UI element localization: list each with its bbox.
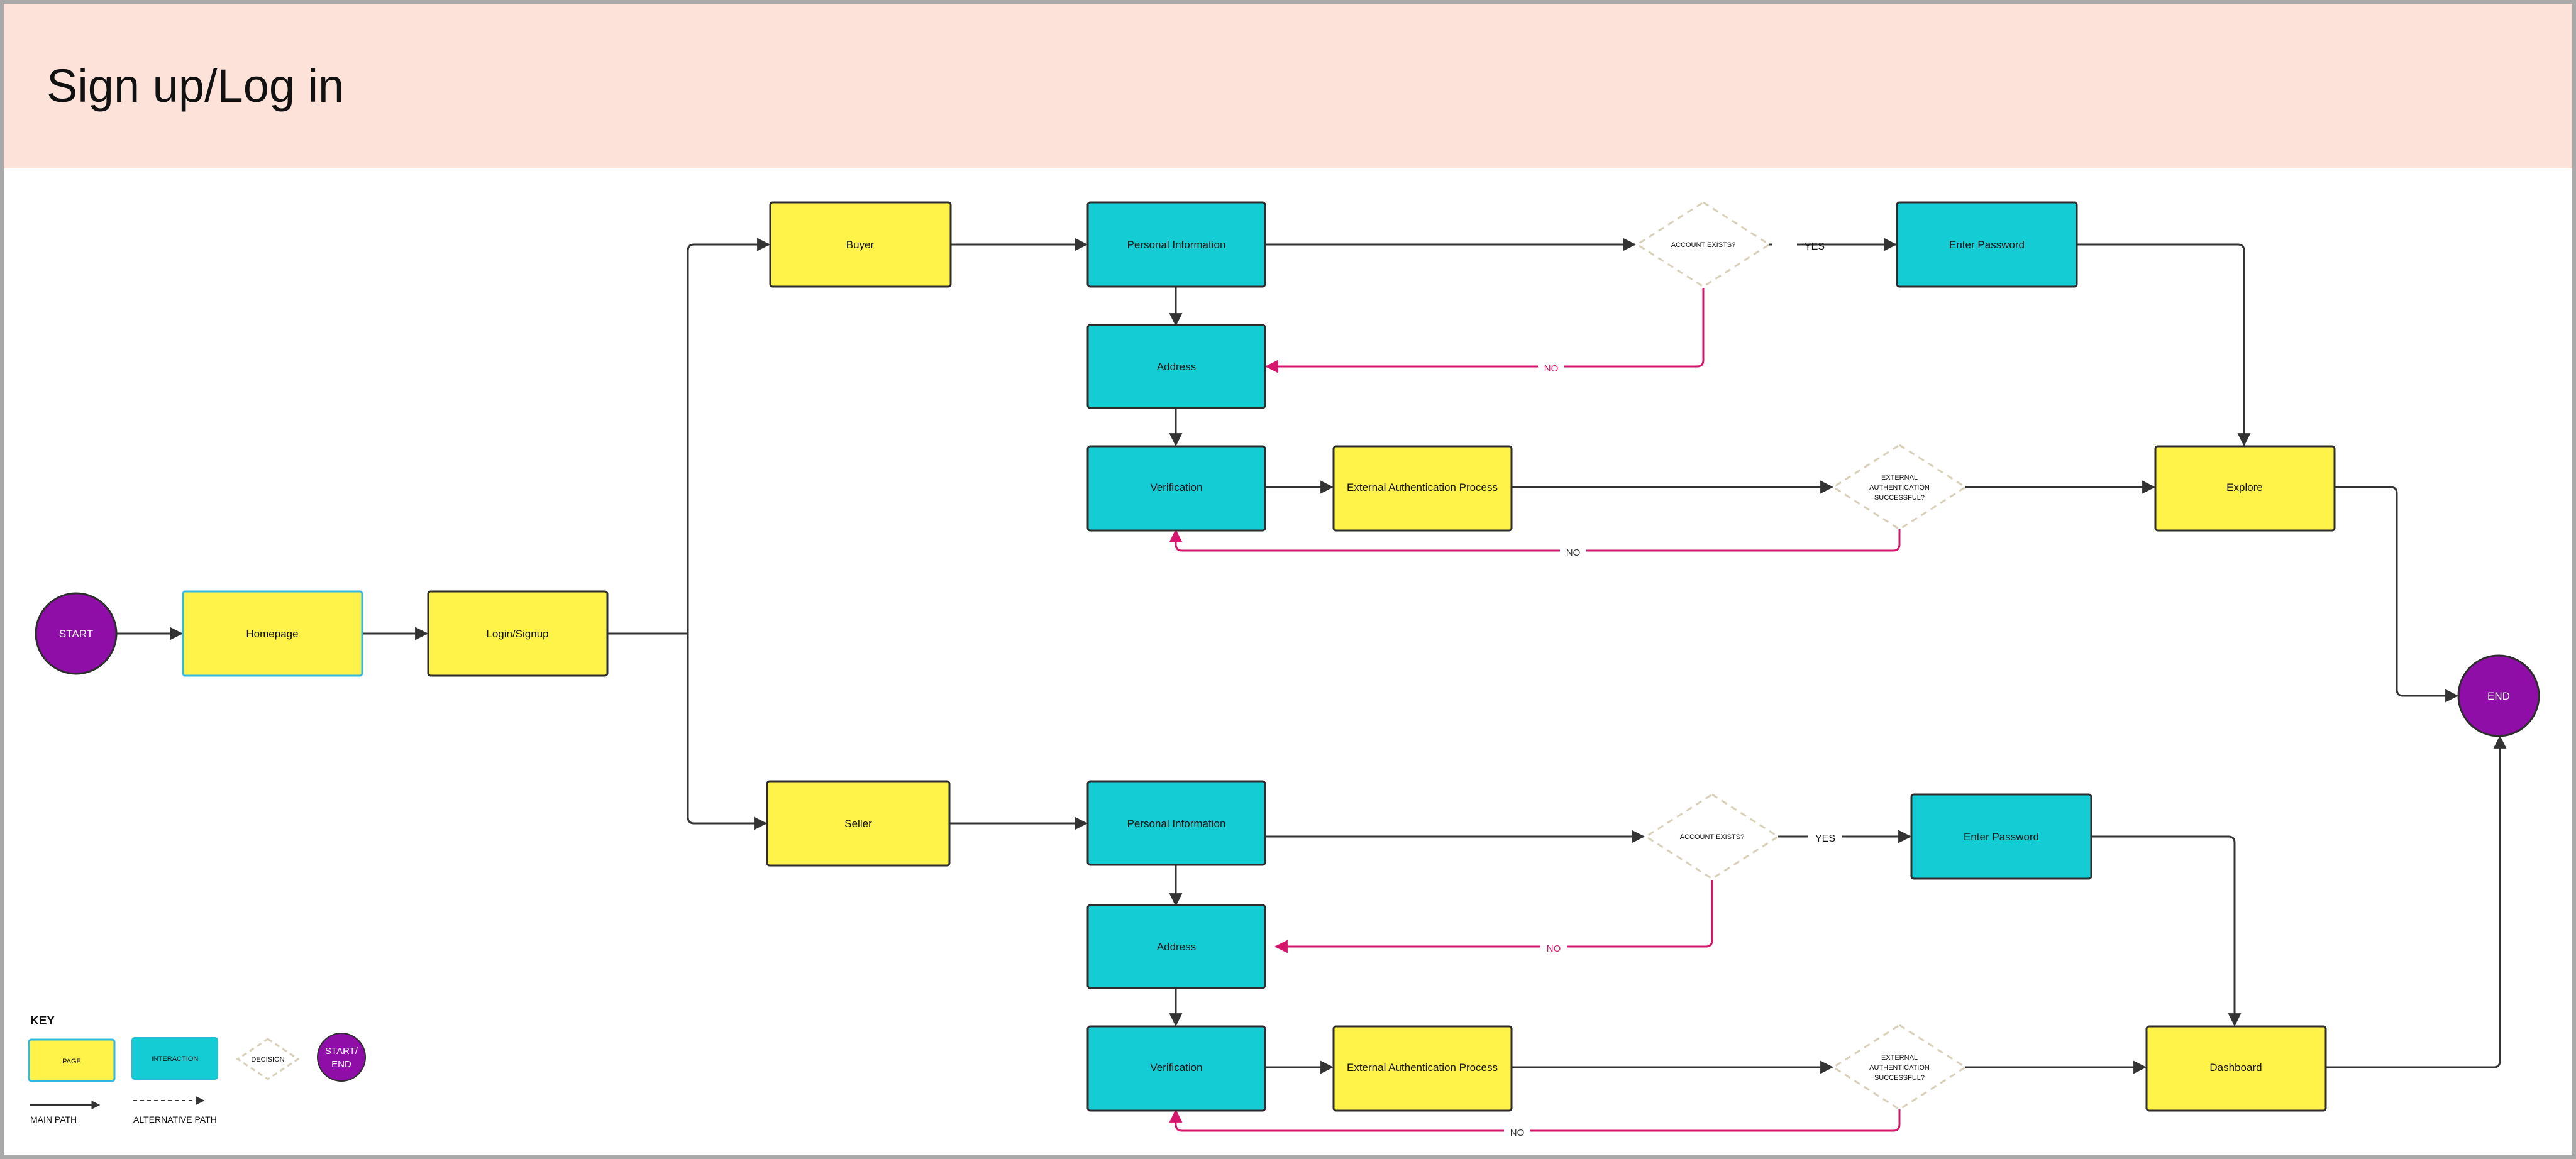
legend-start-end-line2: END bbox=[331, 1059, 351, 1070]
buyer-account-exists-decision[interactable]: ACCOUNT EXISTS? bbox=[1635, 201, 1771, 288]
edge-label-no: NO bbox=[1510, 1128, 1525, 1138]
buyer-ext-auth-success-line3: SUCCESSFUL? bbox=[1874, 494, 1925, 502]
edge-seller-password-dashboard bbox=[2091, 835, 2242, 1027]
buyer-verification-node[interactable]: Verification bbox=[1086, 445, 1266, 532]
seller-enter-password-node[interactable]: Enter Password bbox=[1910, 793, 2092, 880]
edge-seller-no-verification bbox=[1169, 1109, 1901, 1132]
buyer-ext-auth-success-line2: AUTHENTICATION bbox=[1869, 484, 1930, 492]
login-signup-node[interactable]: Login/Signup bbox=[427, 590, 609, 677]
negative-connectors bbox=[1169, 288, 1901, 1132]
dashboard-node[interactable]: Dashboard bbox=[2145, 1025, 2327, 1112]
legend-page: PAGE bbox=[28, 1038, 116, 1082]
edge-labels: YES YES NO NO NO NO bbox=[1504, 238, 1842, 1138]
seller-address-node[interactable]: Address bbox=[1086, 904, 1266, 989]
legend-start-end: START/ END bbox=[317, 1033, 366, 1082]
seller-node[interactable]: Seller bbox=[766, 780, 951, 867]
legend-main-path-label: MAIN PATH bbox=[30, 1114, 77, 1124]
seller-personal-information-label: Personal Information bbox=[1127, 818, 1226, 830]
flowchart: YES YES NO NO NO NO START END Homepage bbox=[28, 201, 2540, 1138]
edge-buyer-no-address bbox=[1264, 288, 1705, 373]
seller-personal-information-node[interactable]: Personal Information bbox=[1086, 780, 1266, 866]
homepage-label: Homepage bbox=[246, 628, 298, 640]
seller-external-auth-node[interactable]: External Authentication Process bbox=[1332, 1025, 1513, 1112]
legend-title: KEY bbox=[30, 1014, 55, 1028]
buyer-enter-password-node[interactable]: Enter Password bbox=[1896, 201, 2078, 288]
seller-enter-password-label: Enter Password bbox=[1964, 831, 2039, 843]
buyer-ext-auth-success-line1: EXTERNAL bbox=[1881, 474, 1918, 481]
buyer-external-auth-label: External Authentication Process bbox=[1347, 481, 1498, 493]
edge-label-no: NO bbox=[1566, 547, 1581, 558]
edge-dashboard-end bbox=[2326, 735, 2507, 1068]
start-node[interactable]: START bbox=[35, 592, 118, 675]
login-signup-label: Login/Signup bbox=[486, 628, 548, 640]
seller-ext-auth-success-line3: SUCCESSFUL? bbox=[1874, 1074, 1925, 1082]
buyer-address-label: Address bbox=[1157, 361, 1196, 373]
legend-interaction: INTERACTION bbox=[131, 1037, 218, 1080]
seller-account-exists-label: ACCOUNT EXISTS? bbox=[1680, 833, 1745, 841]
buyer-verification-label: Verification bbox=[1150, 481, 1202, 493]
page-title: Sign up/Log in bbox=[47, 60, 345, 112]
buyer-enter-password-label: Enter Password bbox=[1949, 239, 2025, 251]
start-label: START bbox=[59, 628, 93, 640]
edge-login-seller bbox=[687, 634, 768, 830]
legend-page-label: PAGE bbox=[62, 1058, 81, 1065]
legend-decision: DECISION bbox=[236, 1038, 300, 1080]
end-node[interactable]: END bbox=[2457, 654, 2540, 737]
seller-ext-auth-success-line2: AUTHENTICATION bbox=[1869, 1064, 1930, 1072]
header-banner: Sign up/Log in bbox=[4, 4, 2572, 168]
seller-ext-auth-success-decision[interactable]: EXTERNAL AUTHENTICATION SUCCESSFUL? bbox=[1832, 1024, 1967, 1111]
edge-explore-end bbox=[2335, 486, 2459, 703]
seller-verification-node[interactable]: Verification bbox=[1086, 1025, 1266, 1112]
seller-external-auth-label: External Authentication Process bbox=[1347, 1062, 1498, 1074]
edge-login-buyer bbox=[607, 238, 771, 635]
buyer-external-auth-node[interactable]: External Authentication Process bbox=[1332, 445, 1513, 532]
main-connectors bbox=[116, 238, 2507, 1074]
buyer-personal-information-label: Personal Information bbox=[1127, 239, 1226, 251]
buyer-node[interactable]: Buyer bbox=[769, 201, 952, 288]
edge-buyer-no-verification bbox=[1169, 529, 1901, 552]
legend: KEY PAGE INTERACTION DECISION START/ END… bbox=[28, 1014, 366, 1124]
end-label: END bbox=[2487, 690, 2510, 702]
legend-decision-label: DECISION bbox=[251, 1056, 284, 1063]
explore-label: Explore bbox=[2226, 481, 2263, 493]
buyer-address-node[interactable]: Address bbox=[1086, 324, 1266, 409]
legend-start-end-line1: START/ bbox=[325, 1046, 358, 1057]
seller-ext-auth-success-line1: EXTERNAL bbox=[1881, 1054, 1918, 1062]
edge-label-no: NO bbox=[1547, 943, 1561, 954]
seller-address-label: Address bbox=[1157, 941, 1196, 953]
buyer-account-exists-label: ACCOUNT EXISTS? bbox=[1671, 241, 1736, 249]
edge-seller-no-address bbox=[1274, 880, 1713, 953]
edge-label-yes: YES bbox=[1805, 241, 1825, 252]
explore-node[interactable]: Explore bbox=[2154, 445, 2336, 532]
seller-account-exists-decision[interactable]: ACCOUNT EXISTS? bbox=[1644, 793, 1780, 880]
buyer-ext-auth-success-decision[interactable]: EXTERNAL AUTHENTICATION SUCCESSFUL? bbox=[1832, 444, 1967, 530]
buyer-label: Buyer bbox=[846, 239, 875, 251]
edge-label-yes: YES bbox=[1815, 833, 1835, 844]
seller-verification-label: Verification bbox=[1150, 1062, 1202, 1074]
seller-label: Seller bbox=[844, 818, 872, 830]
edge-label-no: NO bbox=[1544, 363, 1559, 374]
edge-buyer-password-explore bbox=[2077, 243, 2251, 447]
legend-interaction-label: INTERACTION bbox=[152, 1055, 199, 1063]
buyer-personal-information-node[interactable]: Personal Information bbox=[1086, 201, 1266, 288]
homepage-node[interactable]: Homepage bbox=[182, 590, 363, 677]
dashboard-label: Dashboard bbox=[2209, 1062, 2262, 1074]
legend-alternative-path-label: ALTERNATIVE PATH bbox=[133, 1114, 217, 1124]
